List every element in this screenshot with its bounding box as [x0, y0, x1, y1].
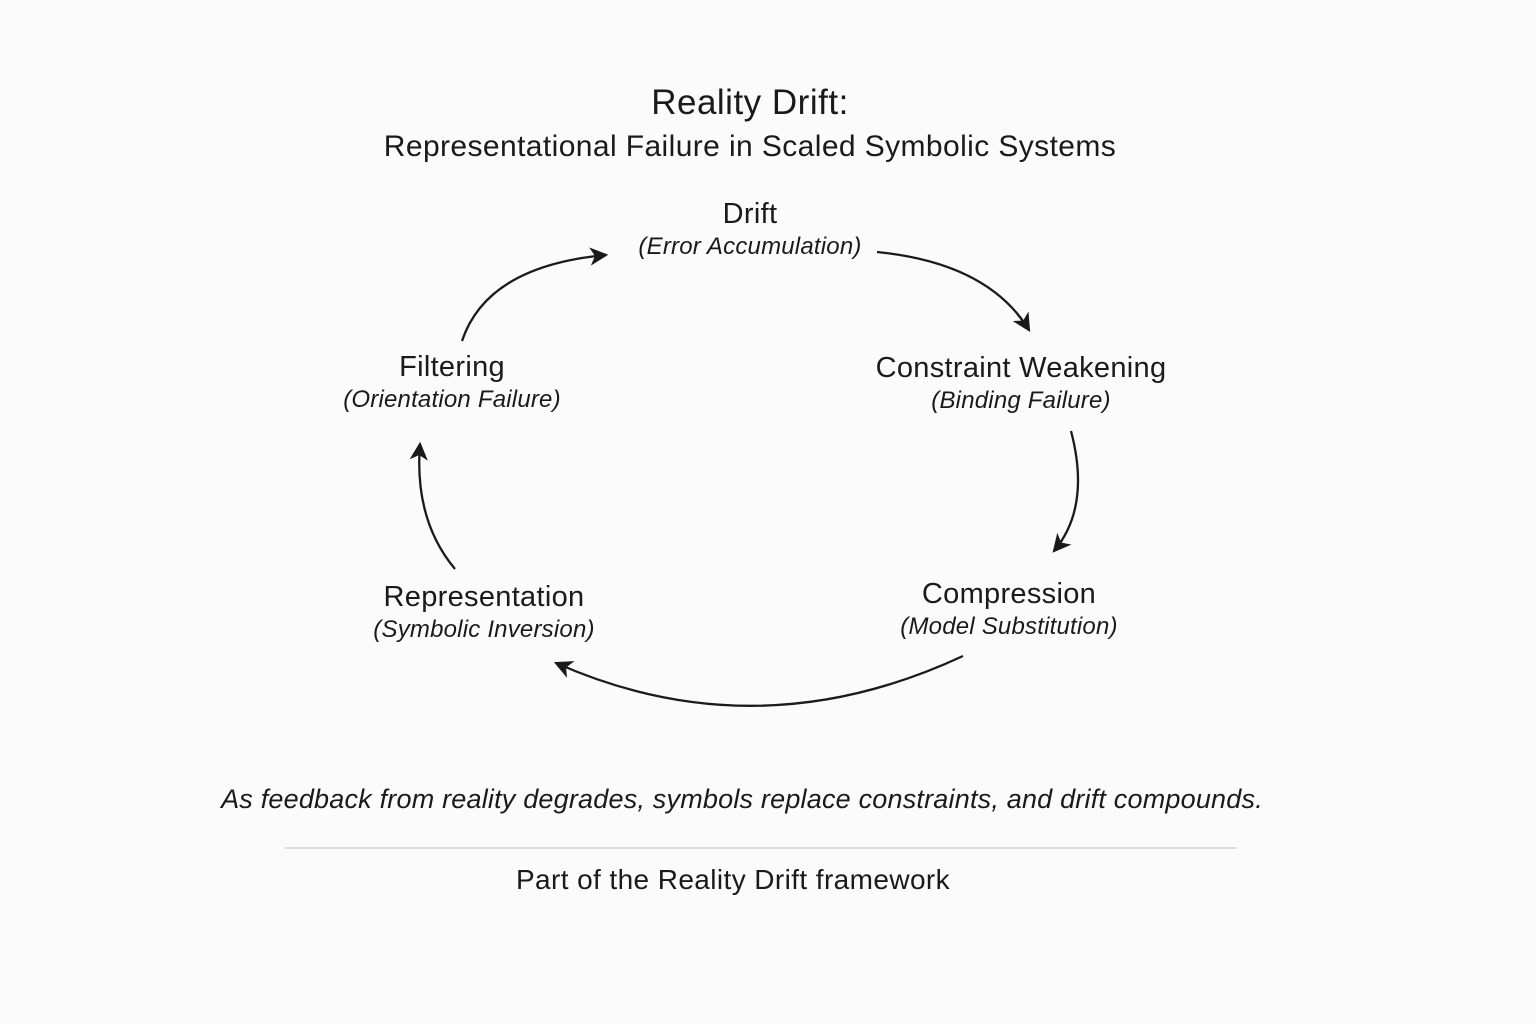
- arrow-constraint-weakening-to-compression-icon: [1052, 430, 1080, 553]
- arrow-representation-to-filtering-icon: [409, 441, 456, 570]
- diagram-title: Reality Drift: Representational Failure …: [0, 82, 1500, 169]
- node-sublabel-constraint-weakening: (Binding Failure): [931, 386, 1111, 414]
- node-label-constraint-weakening: Constraint Weakening: [875, 352, 1167, 384]
- cycle-node-drift: Drift (Error Accumulation): [638, 198, 862, 262]
- arrow-filtering-to-drift-icon: [460, 247, 609, 342]
- cycle-node-filtering: Filtering (Orientation Failure): [343, 351, 561, 415]
- node-sublabel-compression: (Model Substitution): [900, 612, 1118, 640]
- node-sublabel-representation: (Symbolic Inversion): [373, 615, 595, 643]
- node-label-filtering: Filtering: [399, 351, 505, 383]
- arrow-drift-to-constraint-weakening-icon: [876, 250, 1031, 332]
- title-line-1: Reality Drift:: [651, 83, 849, 122]
- node-sublabel-filtering: (Orientation Failure): [343, 385, 561, 413]
- node-label-representation: Representation: [383, 581, 585, 613]
- node-label-drift: Drift: [722, 198, 778, 230]
- cycle-node-compression: Compression (Model Substitution): [900, 578, 1118, 642]
- cycle-node-representation: Representation (Symbolic Inversion): [373, 581, 595, 645]
- arrow-compression-to-representation-icon: [553, 654, 964, 707]
- node-label-compression: Compression: [921, 578, 1097, 610]
- diagram-caption: As feedback from reality degrades, symbo…: [221, 784, 1263, 814]
- title-line-2: Representational Failure in Scaled Symbo…: [383, 130, 1117, 163]
- divider: [285, 847, 1237, 849]
- cycle-node-constraint-weakening: Constraint Weakening (Binding Failure): [875, 352, 1167, 416]
- node-sublabel-drift: (Error Accumulation): [638, 232, 862, 260]
- footer-note: Part of the Reality Drift framework: [515, 864, 951, 895]
